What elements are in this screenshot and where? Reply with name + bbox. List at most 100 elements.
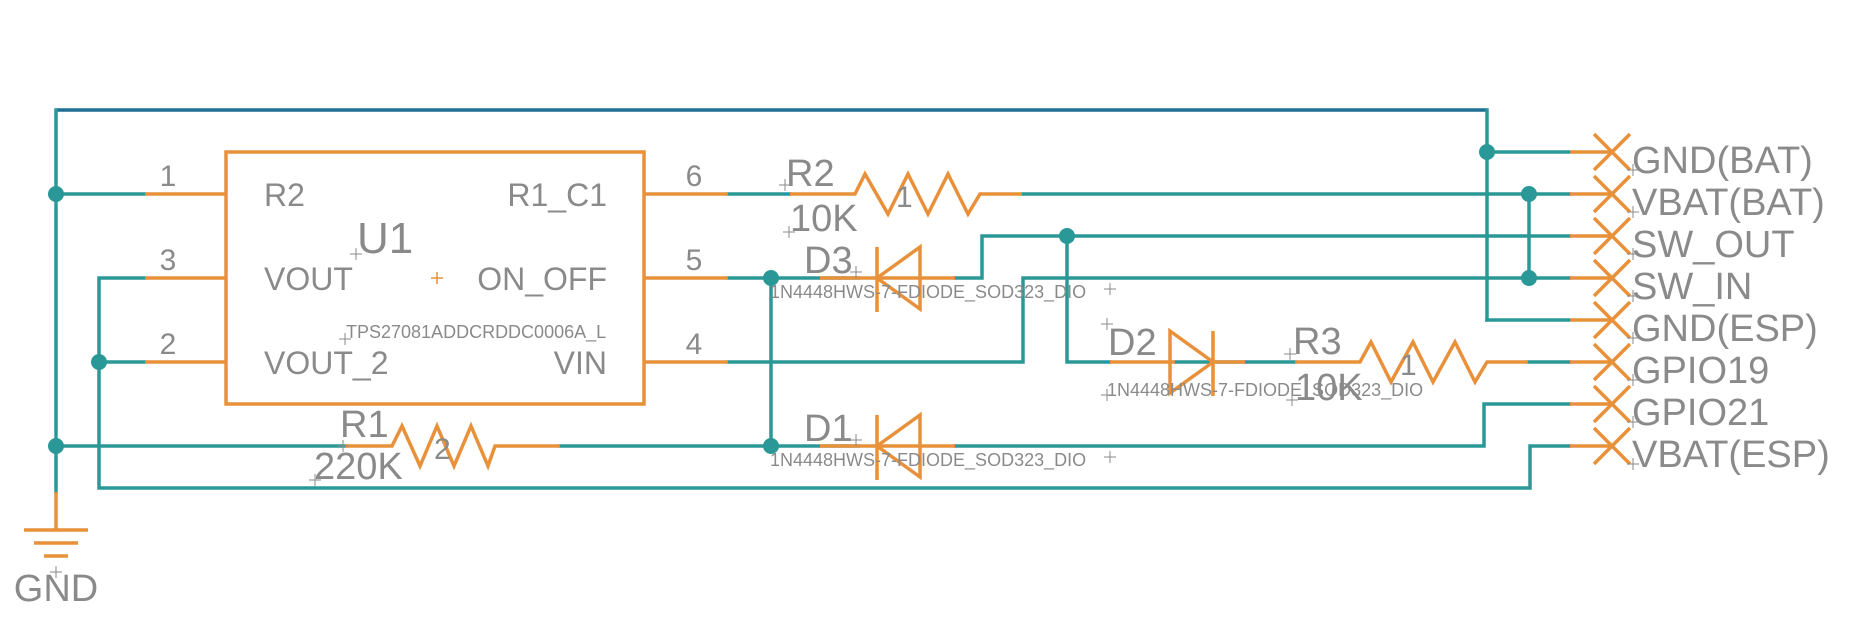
r3-ref-anchor	[1284, 348, 1296, 360]
u1-pin-number: 4	[686, 328, 703, 361]
connector-pin[interactable]: SW_IN	[1570, 258, 1752, 308]
connector-pin-label: VBAT(ESP)	[1632, 434, 1830, 476]
u1-pin-number: 5	[686, 244, 703, 277]
connector-label-anchor	[1627, 164, 1639, 176]
d2-anchor	[1101, 318, 1113, 330]
d3-part-anchor	[1104, 283, 1116, 295]
no-connect-x-icon	[1592, 216, 1632, 256]
connector-pin-label: SW_IN	[1632, 266, 1752, 308]
wire-vin-swin[interactable]	[726, 276, 1572, 364]
r2-component[interactable]: R2 10K 1	[779, 153, 1022, 240]
connector-label-anchor	[1627, 248, 1639, 260]
junction-dot	[48, 438, 64, 454]
connector-pin[interactable]: VBAT(BAT)	[1570, 174, 1825, 224]
d1-triangle	[874, 411, 922, 481]
gnd-symbol[interactable]: GND	[14, 492, 98, 610]
u1-pin-name: VOUT_2	[264, 345, 388, 381]
r3-value-anchor	[1286, 394, 1298, 406]
no-connect-x-icon	[1592, 342, 1632, 382]
r2-value: 10K	[790, 198, 858, 240]
connector-pin[interactable]: VBAT(ESP)	[1570, 426, 1830, 476]
r3-body	[1295, 338, 1528, 386]
r2-value-anchor	[783, 226, 795, 238]
u1-pin-name: VIN	[554, 345, 607, 381]
connector-pin-label: GND(ESP)	[1632, 308, 1818, 350]
connector-pin[interactable]: SW_OUT	[1570, 216, 1795, 266]
r2-reference: R2	[786, 153, 835, 195]
connector-pin-label: SW_OUT	[1632, 224, 1795, 266]
connector-pin[interactable]: GND(BAT)	[1570, 132, 1813, 182]
d3-reference: D3	[804, 240, 853, 282]
wire-d1-gpio21[interactable]	[953, 402, 1572, 448]
no-connect-x-icon	[1592, 174, 1632, 214]
connector-pin[interactable]: GND(ESP)	[1570, 300, 1818, 350]
u1-pin-name: VOUT	[264, 261, 353, 297]
connector-pin[interactable]: GPIO21	[1570, 384, 1769, 434]
junctions	[48, 144, 1537, 454]
junction-dot	[91, 354, 107, 370]
r3-pin-label: 1	[1400, 349, 1417, 382]
d2-part-number: 1N4448HWS-7-FDIODE_SOD323_DIO	[1107, 380, 1423, 401]
d3-triangle	[874, 243, 922, 313]
wires	[54, 108, 1572, 494]
connector-pin-label: VBAT(BAT)	[1632, 182, 1825, 224]
junction-dot	[763, 438, 779, 454]
d1-part-number: 1N4448HWS-7-FDIODE_SOD323_DIO	[770, 450, 1086, 471]
u1-pin-number: 6	[686, 160, 703, 193]
connector-pin-label: GPIO21	[1632, 392, 1769, 434]
connector-label-anchor	[1627, 416, 1639, 428]
gnd-anchor	[50, 566, 62, 578]
d1-reference: D1	[804, 408, 853, 450]
connector[interactable]: GND(BAT)VBAT(BAT)SW_OUTSW_INGND(ESP)GPIO…	[1570, 132, 1830, 476]
u1-pin-number: 3	[160, 244, 177, 277]
no-connect-x-icon	[1592, 426, 1632, 466]
r1-value-anchor	[309, 474, 321, 486]
u1-part-anchor	[339, 333, 351, 345]
d2-triangle	[1168, 327, 1216, 397]
junction-dot	[1479, 144, 1495, 160]
u1-pin-number: 1	[160, 160, 177, 193]
d2-part-anchor	[1101, 389, 1113, 401]
r3-value: 10K	[1295, 367, 1363, 409]
junction-dot	[763, 270, 779, 286]
d1-component[interactable]: D1 1N4448HWS-7-FDIODE_SOD323_DIO	[770, 408, 1116, 481]
r1-component[interactable]: R1 220K 2	[309, 404, 560, 488]
wire-vout[interactable]	[97, 276, 1572, 490]
junction-dot	[48, 186, 64, 202]
u1-ref-anchor	[350, 248, 362, 260]
u1-origin-mark	[431, 272, 443, 284]
r1-ref-anchor	[337, 440, 349, 452]
connector-label-anchor	[1627, 458, 1639, 470]
r1-body	[345, 421, 560, 471]
u1-pin-name: R2	[264, 177, 305, 213]
junction-dot	[1521, 270, 1537, 286]
d3-anchor	[850, 266, 862, 278]
r1-pin-label: 2	[434, 433, 451, 466]
d1-part-anchor	[1104, 451, 1116, 463]
connector-label-anchor	[1627, 206, 1639, 218]
connector-label-anchor	[1627, 374, 1639, 386]
r3-reference: R3	[1293, 321, 1342, 363]
r3-component[interactable]: R3 10K 1	[1284, 321, 1528, 409]
no-connect-x-icon	[1592, 258, 1632, 298]
wire-d3-swout[interactable]	[953, 234, 1572, 280]
d2-reference: D2	[1108, 322, 1157, 364]
connector-pin-label: GPIO19	[1632, 350, 1769, 392]
connector-pin-label: GND(BAT)	[1632, 140, 1813, 182]
r1-value: 220K	[314, 446, 403, 488]
no-connect-x-icon	[1592, 132, 1632, 172]
d3-component[interactable]: D3 1N4448HWS-7-FDIODE_SOD323_DIO	[770, 240, 1116, 313]
junction-dot	[1059, 228, 1075, 244]
connector-label-anchor	[1627, 290, 1639, 302]
junction-dot	[1521, 186, 1537, 202]
connector-label-anchor	[1627, 332, 1639, 344]
r1-reference: R1	[340, 404, 389, 446]
no-connect-x-icon	[1592, 300, 1632, 340]
u1-pin-name: ON_OFF	[477, 261, 607, 297]
u1-part-number: TPS27081ADDCRDDC0006A_L	[346, 322, 606, 343]
d2-component[interactable]: D2 1N4448HWS-7-FDIODE_SOD323_DIO	[1101, 318, 1423, 401]
u1-component[interactable]: 1 3 2 6 5 4 R2 VOUT VOUT_2 R1_C1 ON_OFF …	[145, 150, 728, 406]
connector-pin[interactable]: GPIO19	[1570, 342, 1769, 392]
d3-part-number: 1N4448HWS-7-FDIODE_SOD323_DIO	[770, 282, 1086, 303]
r2-body	[790, 170, 1022, 218]
